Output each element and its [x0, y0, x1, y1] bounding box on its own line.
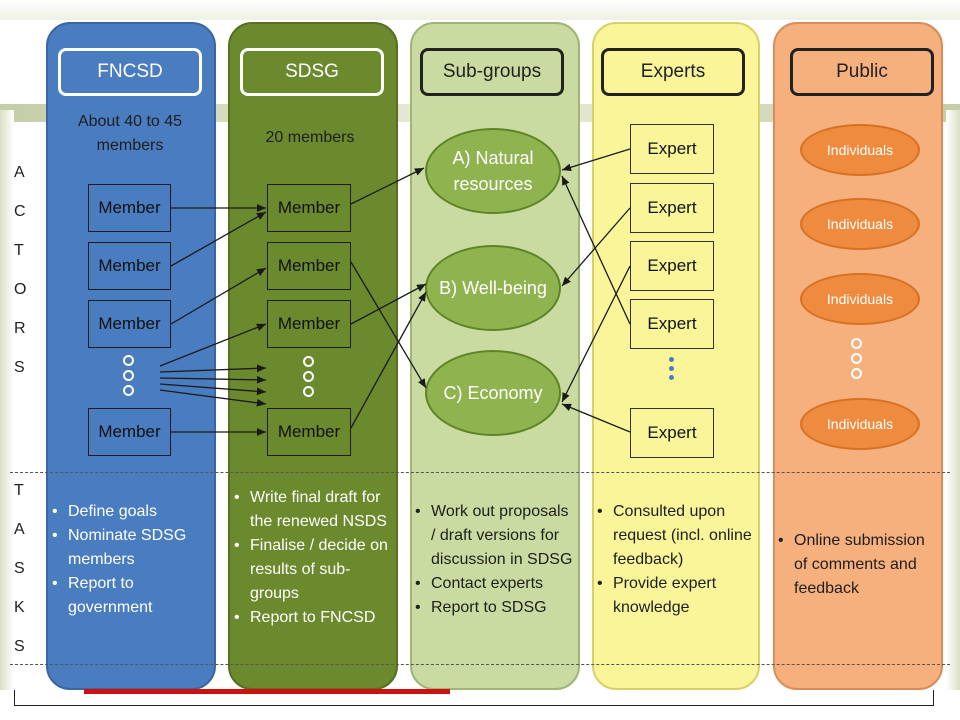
sdsg-intro: 20 members	[265, 129, 355, 146]
task-item: Provide expert knowledge	[597, 572, 755, 620]
tasks-letter: K	[14, 599, 25, 616]
public-individuals: Individuals	[800, 398, 920, 450]
subgroup-natural-resources: A) Natural resources	[425, 128, 561, 214]
tasks-letter: A	[14, 521, 25, 538]
arrow	[561, 175, 631, 325]
public-tasks: Online submission of comments and feedba…	[778, 529, 940, 601]
arrow	[350, 291, 427, 429]
experts-ellipsis-dots	[669, 357, 674, 380]
arrow	[561, 403, 631, 433]
sdsg-header: SDSG	[240, 48, 384, 96]
task-item: Finalise / decide on results of sub-grou…	[234, 534, 394, 606]
sdsg-member-box: Member	[267, 408, 351, 456]
arrow	[561, 148, 631, 172]
experts-tasks: Consulted upon request (incl. online fee…	[597, 500, 755, 620]
sdsg-tasks: Write final draft for the renewed NSDS F…	[234, 486, 394, 630]
actors-letter: C	[14, 203, 26, 220]
task-item: Contact experts	[415, 572, 577, 596]
tasks-letter: S	[14, 560, 25, 577]
actors-letter: R	[14, 320, 26, 337]
expert-box: Expert	[630, 241, 714, 291]
subgroups-tasks: Work out proposals / draft versions for …	[415, 500, 577, 620]
fncsd-member-box: Member	[88, 184, 171, 232]
subgroups-header: Sub-groups	[420, 48, 564, 96]
sdsg-member-box: Member	[267, 184, 351, 232]
sdsg-ellipsis-dots	[303, 356, 314, 397]
background-band-top	[0, 0, 960, 20]
task-item: Online submission of comments and feedba…	[778, 529, 940, 601]
fncsd-member-box: Member	[88, 242, 171, 290]
task-item: Work out proposals / draft versions for …	[415, 500, 577, 572]
fncsd-header: FNCSD	[58, 48, 202, 96]
subgroup-well-being: B) Well-being	[425, 245, 561, 331]
arrow	[561, 265, 631, 403]
fncsd-member-box: Member	[88, 408, 171, 456]
actors-letter: T	[14, 242, 24, 259]
arrow	[561, 207, 631, 287]
task-item: Write final draft for the renewed NSDS	[234, 486, 394, 534]
task-item: Nominate SDSG members	[52, 524, 212, 572]
red-underline	[84, 689, 450, 694]
arrow	[350, 167, 425, 205]
arrow	[159, 364, 267, 373]
arrow	[159, 383, 267, 396]
expert-box: Expert	[630, 408, 714, 458]
arrow	[159, 375, 267, 384]
task-item: Report to government	[52, 572, 212, 620]
arrow	[159, 323, 267, 367]
background-band-right	[946, 110, 960, 690]
experts-header: Experts	[601, 48, 745, 96]
arrow	[350, 283, 427, 325]
actors-letter: S	[14, 359, 25, 376]
public-individuals: Individuals	[800, 273, 920, 325]
bottom-divider	[10, 664, 950, 665]
tasks-letter: T	[14, 482, 24, 499]
public-individuals: Individuals	[800, 198, 920, 250]
public-ellipsis-dots	[851, 338, 862, 379]
public-header: Public	[790, 48, 934, 96]
arrow	[170, 267, 267, 325]
actors-tasks-divider	[10, 472, 950, 473]
task-item: Report to SDSG	[415, 596, 577, 620]
sdsg-member-box: Member	[267, 300, 351, 348]
task-item: Consulted upon request (incl. online fee…	[597, 500, 755, 572]
expert-box: Expert	[630, 299, 714, 349]
arrow	[350, 261, 427, 389]
expert-box: Expert	[630, 124, 714, 174]
fncsd-tasks: Define goals Nominate SDSG members Repor…	[52, 500, 212, 620]
task-item: Define goals	[52, 500, 212, 524]
sdsg-member-box: Member	[267, 242, 351, 290]
arrow	[170, 211, 267, 267]
fncsd-ellipsis-dots	[123, 355, 134, 396]
task-item: Report to FNCSD	[234, 606, 394, 630]
fncsd-member-box: Member	[88, 300, 171, 348]
fncsd-intro: About 40 to 45 members	[77, 113, 183, 154]
public-individuals: Individuals	[800, 124, 920, 176]
actors-letter: A	[14, 164, 25, 181]
background-band-left	[0, 110, 14, 690]
arrow	[159, 389, 267, 407]
actors-letter: O	[14, 281, 27, 298]
bottom-bracket	[14, 690, 934, 706]
tasks-letter: S	[14, 638, 25, 655]
subgroup-economy: C) Economy	[425, 350, 561, 436]
expert-box: Expert	[630, 183, 714, 233]
